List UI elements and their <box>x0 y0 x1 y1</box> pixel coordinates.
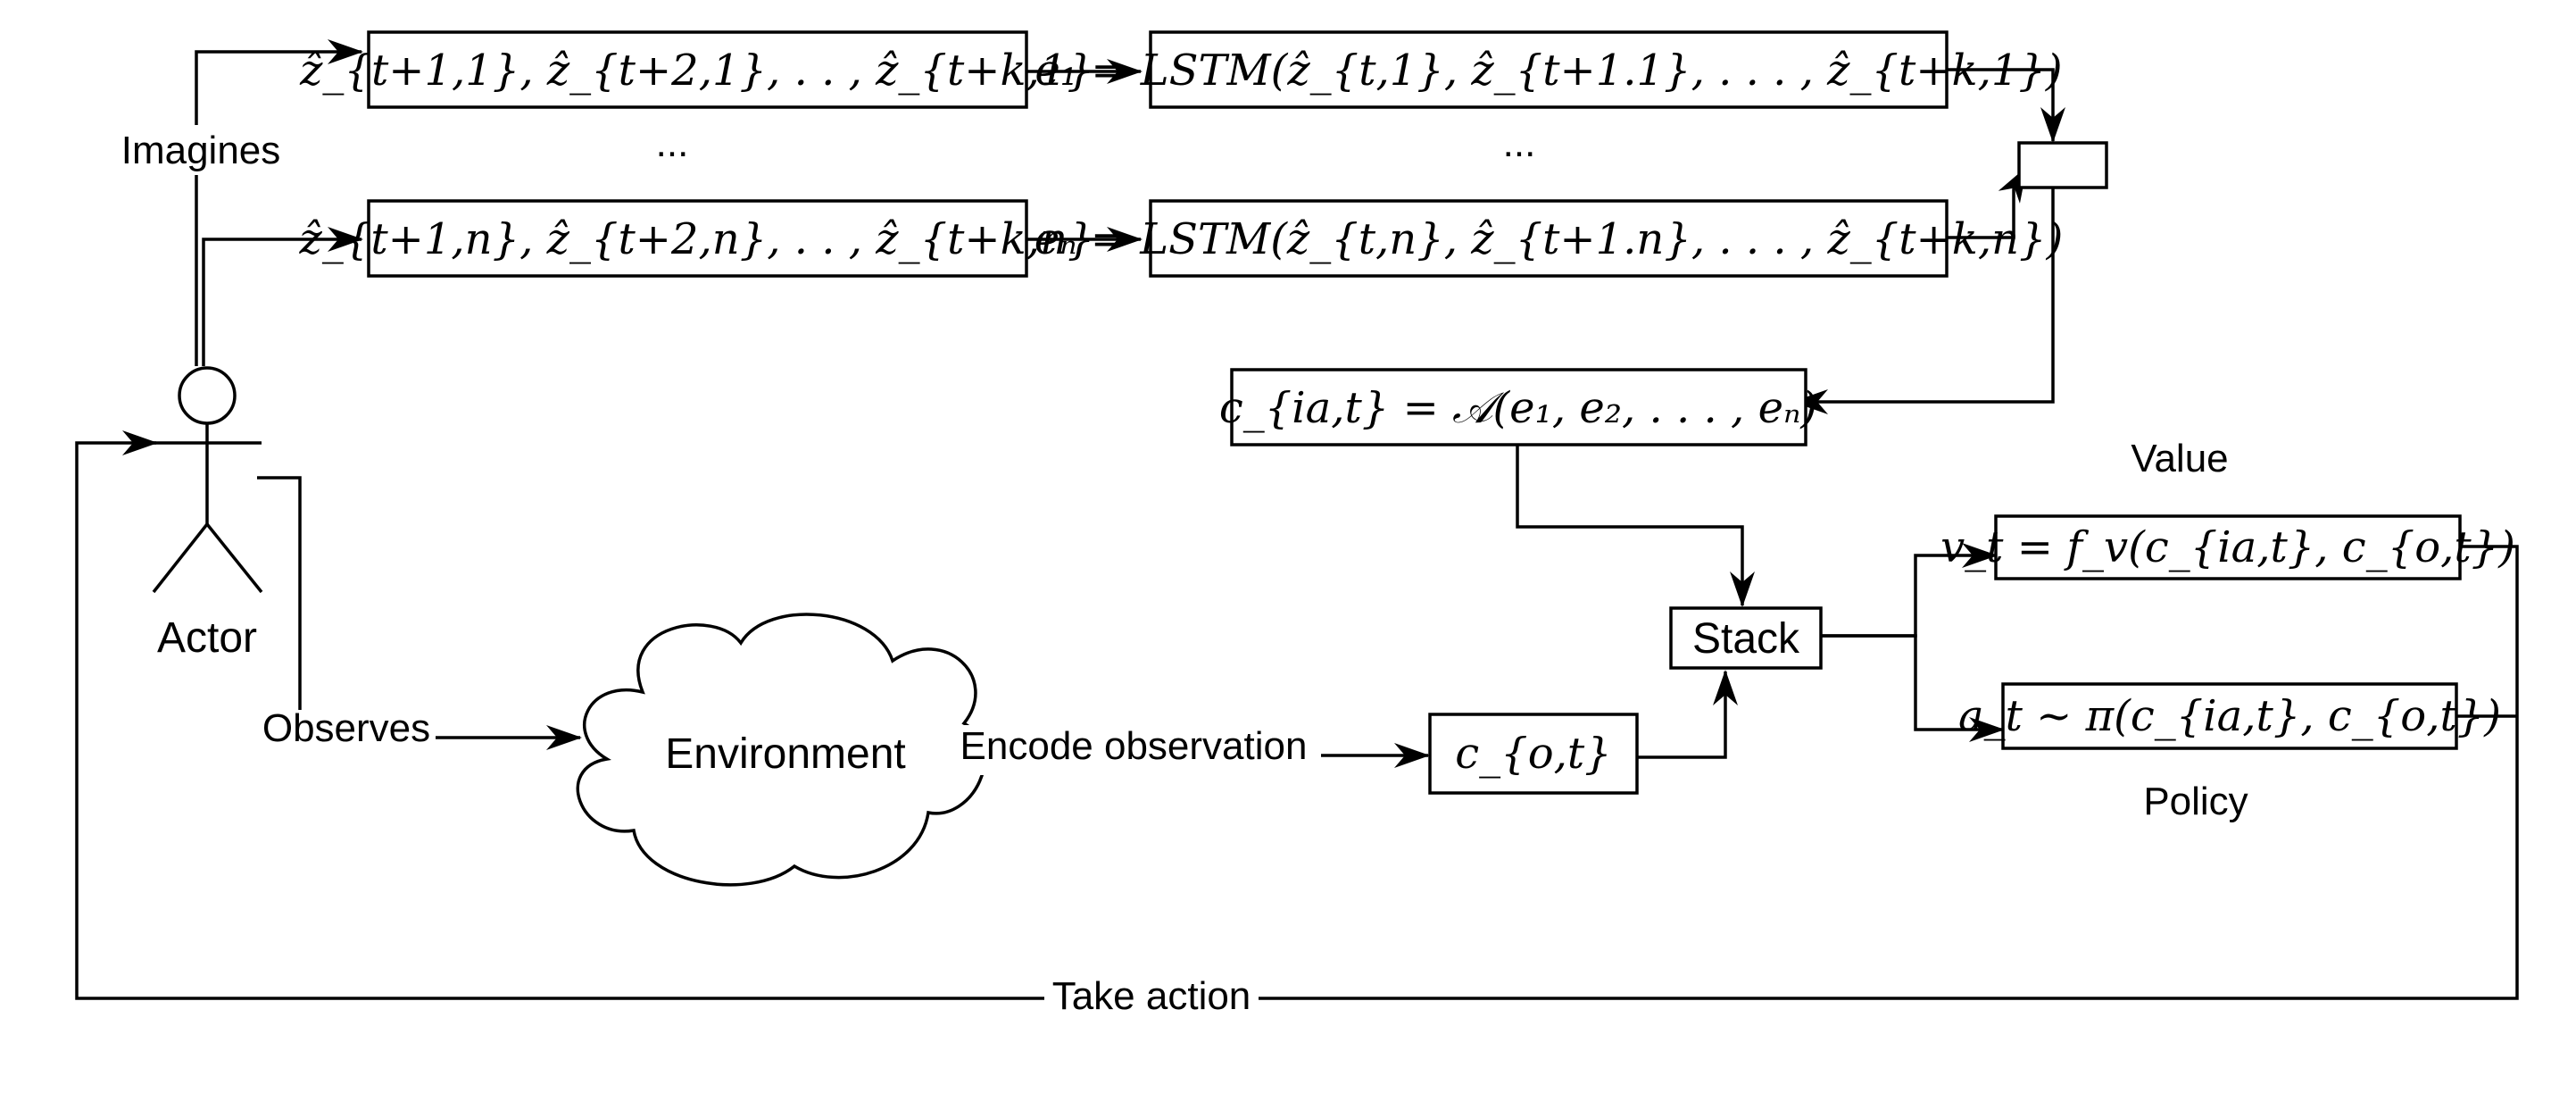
aggregate-box <box>1230 368 1807 446</box>
seq-last-text: ẑ_{t+1,n}, ẑ_{t+2,n}, . . , ẑ_{t+k,n} <box>299 214 1095 264</box>
value-label: Value <box>2131 437 2228 480</box>
aggregate-to-stack <box>1516 439 1755 607</box>
policy-fn-box <box>2001 682 2458 750</box>
concat-to-aggregate <box>1792 188 2055 414</box>
enc-first-text: e₁ = LSTM(ẑ_{t,1}, ẑ_{t+1.1}, . . . , ẑ_… <box>1035 46 2062 96</box>
take-action-loop <box>75 430 2519 1000</box>
obs-encoding-box <box>1428 713 1639 795</box>
seq-last-box <box>367 199 1028 278</box>
observes-label: Observes <box>262 706 430 750</box>
lstm-top-to-concat <box>1939 68 2065 143</box>
seq-first-text: ẑ_{t+1,1}, ẑ_{t+2,1}, . . , ẑ_{t+k,1} <box>299 46 1094 96</box>
seq-first-box <box>367 30 1028 109</box>
stack-to-policy <box>1821 634 2005 742</box>
aggregate-text: c_{ia,t} = 𝒜(e₁, e₂, . . . , eₙ) <box>1219 383 1817 433</box>
concat-node <box>2017 141 2108 189</box>
environment-cloud <box>576 613 986 887</box>
encode-observation-label: Encode observation <box>960 724 1308 768</box>
obs-to-stack <box>1633 670 1738 759</box>
policy-label: Policy <box>2143 780 2248 823</box>
actor-observes-line <box>257 476 582 750</box>
actor-figure <box>152 366 263 594</box>
actor-label: Actor <box>157 614 257 662</box>
stack-box <box>1669 606 1823 670</box>
imagines-branch-bottom <box>202 227 363 366</box>
take-action-label: Take action <box>1052 974 1251 1018</box>
enc-last-box <box>1149 199 1949 278</box>
ellipsis-left: ... <box>656 121 689 165</box>
imagines-branch-top <box>195 39 363 366</box>
ellipsis-right: ... <box>1503 121 1536 165</box>
value-fn-text: v_t = f_v(c_{ia,t}, c_{o,t}) <box>1940 522 2515 572</box>
imagines-label: Imagines <box>121 129 281 172</box>
enc-last-text: eₙ = LSTM(ẑ_{t,n}, ẑ_{t+1.n}, . . . , ẑ_… <box>1035 214 2064 264</box>
obs-encoding-text: c_{o,t} <box>1455 729 1611 779</box>
value-fn-box <box>1994 514 2462 580</box>
stack-text: Stack <box>1692 615 1800 663</box>
policy-fn-text: a_t ~ π(c_{ia,t}, c_{o,t}) <box>1958 691 2501 741</box>
enc-first-box <box>1149 30 1949 109</box>
environment-text: Environment <box>665 730 905 778</box>
